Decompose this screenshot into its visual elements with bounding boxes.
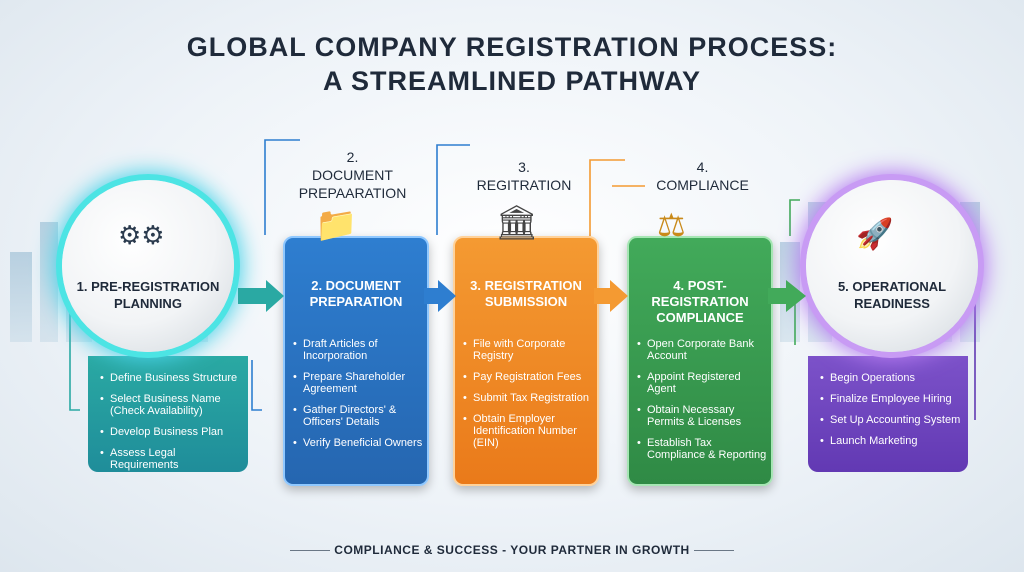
list-item: Draft Articles of Incorporation: [293, 338, 423, 362]
step-label-2-word2: PREPAARATION: [298, 185, 407, 201]
step-label-2-word1: DOCUMENT: [312, 167, 393, 183]
title-line-2: A STREAMLINED PATHWAY: [322, 66, 701, 96]
step-5-heading: 5. OPERATIONAL READINESS: [806, 278, 978, 312]
list-item: Develop Business Plan: [100, 426, 246, 438]
list-item: Launch Marketing: [820, 435, 966, 447]
list-item: Finalize Employee Hiring: [820, 393, 966, 405]
folder-document-pen-icon: 📁: [315, 206, 358, 244]
step-4-card: ⚖ 4. POST-REGISTRATION COMPLIANCE Open C…: [627, 209, 773, 486]
step-1-heading-line-2: PLANNING: [114, 296, 182, 311]
arrow-4-icon: [768, 280, 806, 312]
list-item: Obtain Necessary Permits & Licenses: [637, 404, 767, 428]
step-1-panel: Define Business Structure Select Busines…: [88, 356, 248, 472]
list-item: Define Business Structure: [100, 372, 246, 384]
step-3-heading: 3. REGISTRATION SUBMISSION: [455, 278, 597, 310]
step-3-heading-line-2: SUBMISSION: [484, 294, 568, 309]
arrow-2-icon: [424, 280, 456, 312]
footer-line-right: [694, 550, 734, 551]
footer-tagline: COMPLIANCE & SUCCESS - YOUR PARTNER IN G…: [334, 543, 690, 557]
list-item: Prepare Shareholder Agreement: [293, 371, 423, 395]
list-item: Select Business Name (Check Availability…: [100, 393, 246, 417]
step-label-4-num: 4.: [696, 159, 709, 175]
rocket-team-icon: 🚀: [856, 218, 894, 251]
list-item: Pay Registration Fees: [463, 371, 593, 383]
step-1-heading: 1. PRE-REGISTRATION PLANNING: [62, 278, 234, 312]
step-4-heading: 4. POST-REGISTRATION COMPLIANCE: [629, 278, 771, 326]
scales-calendar-check-icon: ⚖: [657, 207, 686, 243]
list-item: File with Corporate Registry: [463, 338, 593, 362]
page-title: GLOBAL COMPANY REGISTRATION PROCESS: A S…: [0, 30, 1024, 98]
step-label-4: 4. COMPLIANCE: [645, 158, 760, 194]
step-4-list: Open Corporate Bank Account Appoint Regi…: [637, 338, 767, 470]
list-item: Obtain Employer Identification Number (E…: [463, 413, 593, 449]
step-label-2: 2. DOCUMENT PREPAARATION: [290, 148, 415, 202]
step-label-2-num: 2.: [346, 149, 359, 165]
step-label-4-word: COMPLIANCE: [656, 177, 749, 193]
step-5-heading-line-1: 5. OPERATIONAL: [837, 279, 947, 294]
list-item: Open Corporate Bank Account: [637, 338, 767, 362]
step-4-heading-line-1: 4. POST-REGISTRATION: [651, 278, 749, 309]
step-5-list: Begin Operations Finalize Employee Hirin…: [820, 372, 966, 456]
list-item: Submit Tax Registration: [463, 392, 593, 404]
step-2-heading: 2. DOCUMENT PREPARATION: [285, 278, 427, 310]
step-2-list: Draft Articles of Incorporation Prepare …: [293, 338, 423, 458]
step-1-heading-line-1: 1. PRE-REGISTRATION: [76, 279, 220, 294]
step-5-panel: Begin Operations Finalize Employee Hirin…: [808, 356, 968, 472]
arrow-3-icon: [594, 280, 628, 312]
gears-compass-icon: ⚙⚙: [118, 220, 165, 250]
step-2-card: 📁 2. DOCUMENT PREPARATION Draft Articles…: [283, 208, 429, 486]
step-label-3: 3. REGITRATION: [465, 158, 583, 194]
step-1-circle: ⚙⚙ 1. PRE-REGISTRATION PLANNING: [62, 180, 234, 352]
step-3-card: 🏛 3. REGISTRATION SUBMISSION File with C…: [453, 206, 599, 486]
step-1-list: Define Business Structure Select Busines…: [100, 372, 246, 480]
bank-arrows-icon: 🏛: [495, 204, 539, 242]
step-4-heading-line-2: COMPLIANCE: [656, 310, 744, 325]
list-item: Set Up Accounting System: [820, 414, 966, 426]
step-5-heading-line-2: READINESS: [854, 296, 930, 311]
title-line-1: GLOBAL COMPANY REGISTRATION PROCESS:: [186, 32, 838, 62]
footer-line-left: [290, 550, 330, 551]
list-item: Verify Beneficial Owners: [293, 437, 423, 449]
list-item: Appoint Registered Agent: [637, 371, 767, 395]
step-3-heading-line-1: 3. REGISTRATION: [470, 278, 582, 293]
step-5-circle: 🚀 5. OPERATIONAL READINESS: [806, 180, 978, 352]
step-2-heading-line-2: PREPARATION: [309, 294, 403, 309]
list-item: Begin Operations: [820, 372, 966, 384]
step-label-3-word: REGITRATION: [476, 177, 572, 193]
list-item: Assess Legal Requirements: [100, 447, 246, 471]
arrow-1-icon: [238, 280, 284, 312]
list-item: Gather Directors' & Officers' Details: [293, 404, 423, 428]
step-3-list: File with Corporate Registry Pay Registr…: [463, 338, 593, 458]
step-2-heading-line-1: 2. DOCUMENT: [311, 278, 401, 293]
list-item: Establish Tax Compliance & Reporting: [637, 437, 767, 461]
step-label-3-num: 3.: [518, 159, 530, 175]
